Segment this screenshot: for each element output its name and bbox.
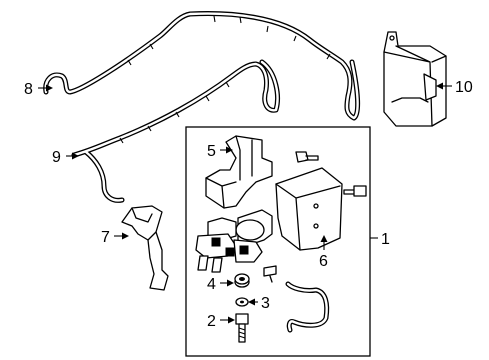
wiring-harness-upper[interactable] — [43, 11, 361, 121]
leader-7 — [114, 232, 129, 240]
leader-5 — [220, 146, 233, 154]
callout-1: 1 — [381, 231, 390, 248]
callout-8: 8 — [24, 81, 33, 98]
leader-8 — [38, 84, 53, 92]
callout-6: 6 — [319, 253, 328, 270]
callout-2: 2 — [207, 313, 216, 330]
callout-9: 9 — [52, 149, 61, 166]
bolt[interactable] — [235, 313, 249, 343]
support-bracket[interactable] — [205, 135, 273, 209]
control-module[interactable] — [383, 31, 447, 127]
wiring-harness-lower[interactable] — [71, 59, 280, 203]
mounting-bracket[interactable] — [275, 167, 343, 251]
washer[interactable] — [235, 297, 249, 307]
leader-2 — [220, 316, 235, 324]
leader-3 — [248, 298, 258, 306]
leader-9 — [66, 152, 79, 160]
pump-motor-unit[interactable] — [195, 209, 273, 273]
retainer-pin[interactable] — [263, 265, 277, 283]
grommet[interactable] — [234, 273, 250, 288]
leader-6 — [320, 235, 328, 250]
callout-5: 5 — [207, 143, 216, 160]
bracket[interactable] — [121, 205, 169, 291]
callout-3: 3 — [261, 295, 270, 312]
callout-7: 7 — [101, 229, 110, 246]
bolt-upper[interactable] — [295, 151, 319, 163]
bolt-right[interactable] — [343, 185, 367, 197]
leader-10 — [436, 82, 452, 90]
leader-4 — [220, 279, 234, 287]
callout-4: 4 — [207, 276, 216, 293]
hose[interactable] — [285, 281, 330, 333]
callout-10: 10 — [455, 79, 473, 96]
assembly-box — [185, 126, 371, 357]
